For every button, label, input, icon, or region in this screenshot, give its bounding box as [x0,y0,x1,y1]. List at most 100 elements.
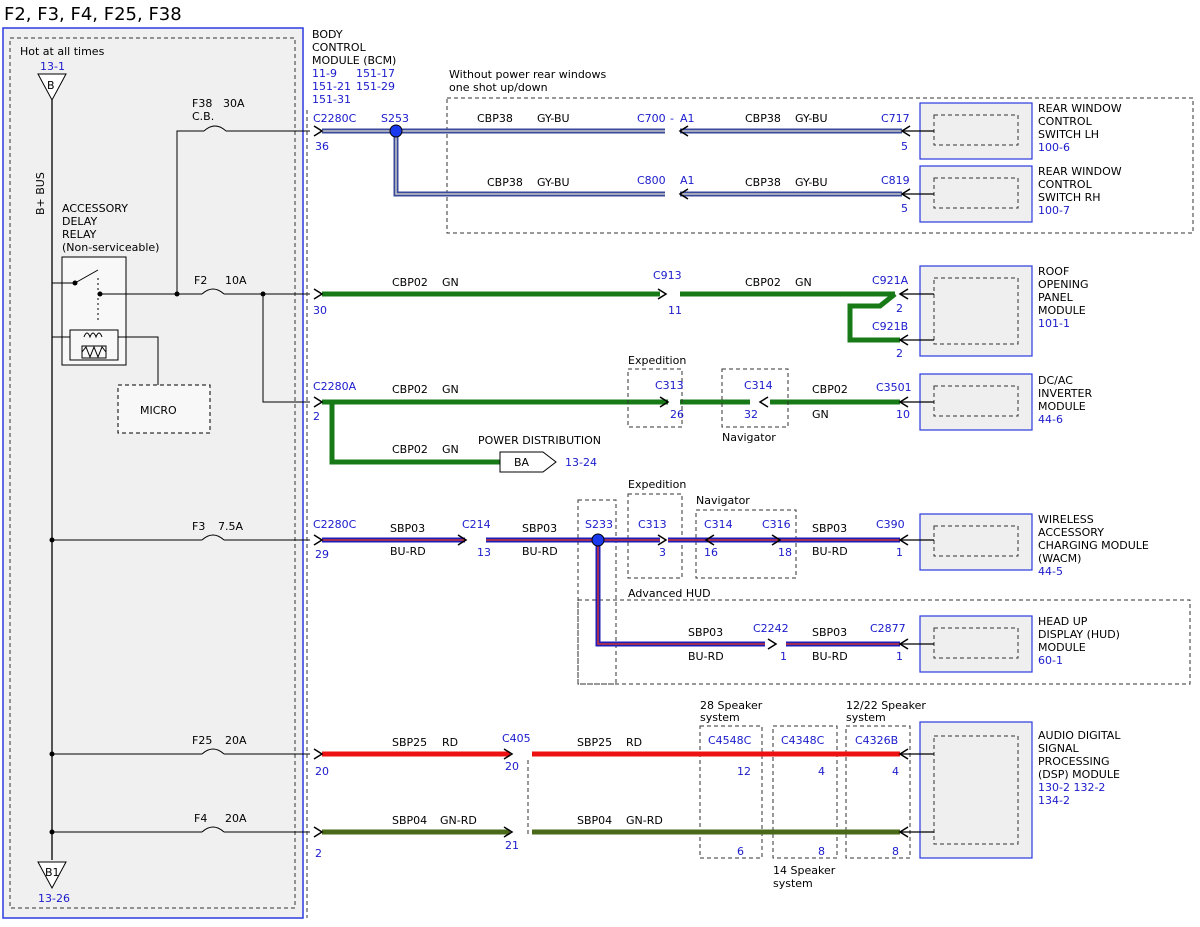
s233-label: S233 [585,518,613,531]
roof-module-box [919,265,1033,357]
cbp38-d: CBP38 [745,176,781,189]
roof-module-inner [933,277,1019,345]
fuse-f38: F38 [192,97,212,110]
cbp02-e: CBP02 [392,443,428,456]
c2877: C2877 [870,622,906,635]
burd-b: BU-RD [522,545,558,558]
cbp38-b: CBP38 [745,112,781,125]
pin-20-a: 20 [315,765,329,778]
hud-2: DISPLAY (HUD) [1038,628,1120,641]
dcac-ref: 44-6 [1038,413,1063,426]
cbp02-dcac-wires [322,399,900,465]
rwrh-3: SWITCH RH [1038,191,1101,204]
sbp03-c: SBP03 [812,522,847,535]
cbp02-a: CBP02 [392,276,428,289]
expedition-box-2 [627,493,683,579]
fuse-f25: F25 [192,734,212,747]
pin-1-a: 1 [896,546,903,559]
rwrh-2: CONTROL [1038,178,1093,191]
burd-d: BU-RD [688,650,724,663]
fuse-f2-icon [201,288,225,295]
module-stubs [900,130,934,833]
hud-module-box [919,615,1033,673]
rear-windows-box [446,97,1194,234]
rwlh-ref: 100-6 [1038,141,1070,154]
wacm-module-box [919,513,1033,571]
rear-windows-note-1: Without power rear windows [449,68,607,81]
wacm-2: ACCESSORY [1038,526,1104,539]
page-title: F2, F3, F4, F25, F38 [4,4,182,25]
s253-splice [389,124,403,138]
relay-label-2: DELAY [62,215,97,228]
rear-window-lh-inner [933,114,1019,146]
pin-13: 13 [477,546,491,559]
bcm-name-1: BODY [312,28,343,41]
dsp-3: PROCESSING [1038,755,1110,768]
gybu-b: GY-BU [795,112,828,125]
c316: C316 [762,518,791,531]
pin-2-c: 2 [313,410,320,423]
wacm-4: (WACM) [1038,552,1081,565]
sbp25-a: SBP25 [392,736,427,749]
b-top: B [47,79,55,92]
navigator-1: Navigator [722,431,776,444]
c2280c-2: C2280C [313,518,357,531]
c390: C390 [876,518,905,531]
cbp38-wires [322,128,902,197]
gnrd-a: GN-RD [440,814,477,827]
dcac-module-box [919,373,1033,431]
fuse-f2: F2 [194,274,207,287]
c921b: C921B [872,320,908,333]
sbp25-b: SBP25 [577,736,612,749]
fuse-panel [2,27,304,919]
wacm-module-inner [933,525,1019,557]
sbp04-a: SBP04 [392,814,427,827]
spk28-box [699,725,763,859]
sbp03-a: SBP03 [390,522,425,535]
pin-18: 18 [778,546,792,559]
rwrh-1: REAR WINDOW [1038,165,1122,178]
fuse-f3-amp: 7.5A [218,520,243,533]
relay-coil-icon [83,332,103,339]
pin-1-b: 1 [780,650,787,663]
spk14-1: 14 Speaker [773,864,836,877]
navigator-box-1 [721,368,789,428]
cbp38-c: CBP38 [487,176,523,189]
cbp38-a: CBP38 [477,112,513,125]
fuse-f38-amp: 30A [223,97,245,110]
dcac-2: INVERTER [1038,387,1092,400]
dash-a1: - [670,112,674,125]
c800: C800 [637,174,666,187]
rd-a: RD [442,736,458,749]
pin-5-a: 5 [901,140,908,153]
pin-12: 12 [737,765,751,778]
fuse-f3-icon [201,534,225,541]
c4326b: C4326B [855,734,898,747]
advanced-hud-label: Advanced HUD [628,587,711,600]
bplus-bus-label: B+ BUS [34,172,47,215]
rear-window-rh-inner [933,177,1019,209]
rwrh-ref: 100-7 [1038,204,1070,217]
rear-window-lh-box [919,102,1033,160]
dsp-ref-2: 134-2 [1038,794,1070,807]
hud-ref: 60-1 [1038,654,1063,667]
burd-a: BU-RD [390,545,426,558]
bcm-name-3: MODULE (BCM) [312,54,396,67]
gybu-a: GY-BU [537,112,570,125]
rear-window-rh-box [919,165,1033,223]
f38-feed [176,130,204,294]
dcac-1: DC/AC [1038,374,1073,387]
pin-30: 30 [313,304,327,317]
pin-8-a: 8 [818,845,825,858]
pin-5-b: 5 [901,202,908,215]
rwlh-3: SWITCH LH [1038,128,1099,141]
burd-e: BU-RD [812,650,848,663]
pin-11: 11 [668,304,682,317]
rwlh-1: REAR WINDOW [1038,102,1122,115]
ba-label: BA [514,456,530,469]
fuse-panel-inner [9,37,296,909]
pin-3: 3 [659,546,666,559]
rear-windows-note-2: one shot up/down [449,81,548,94]
fuse-f25-amp: 20A [225,734,247,747]
